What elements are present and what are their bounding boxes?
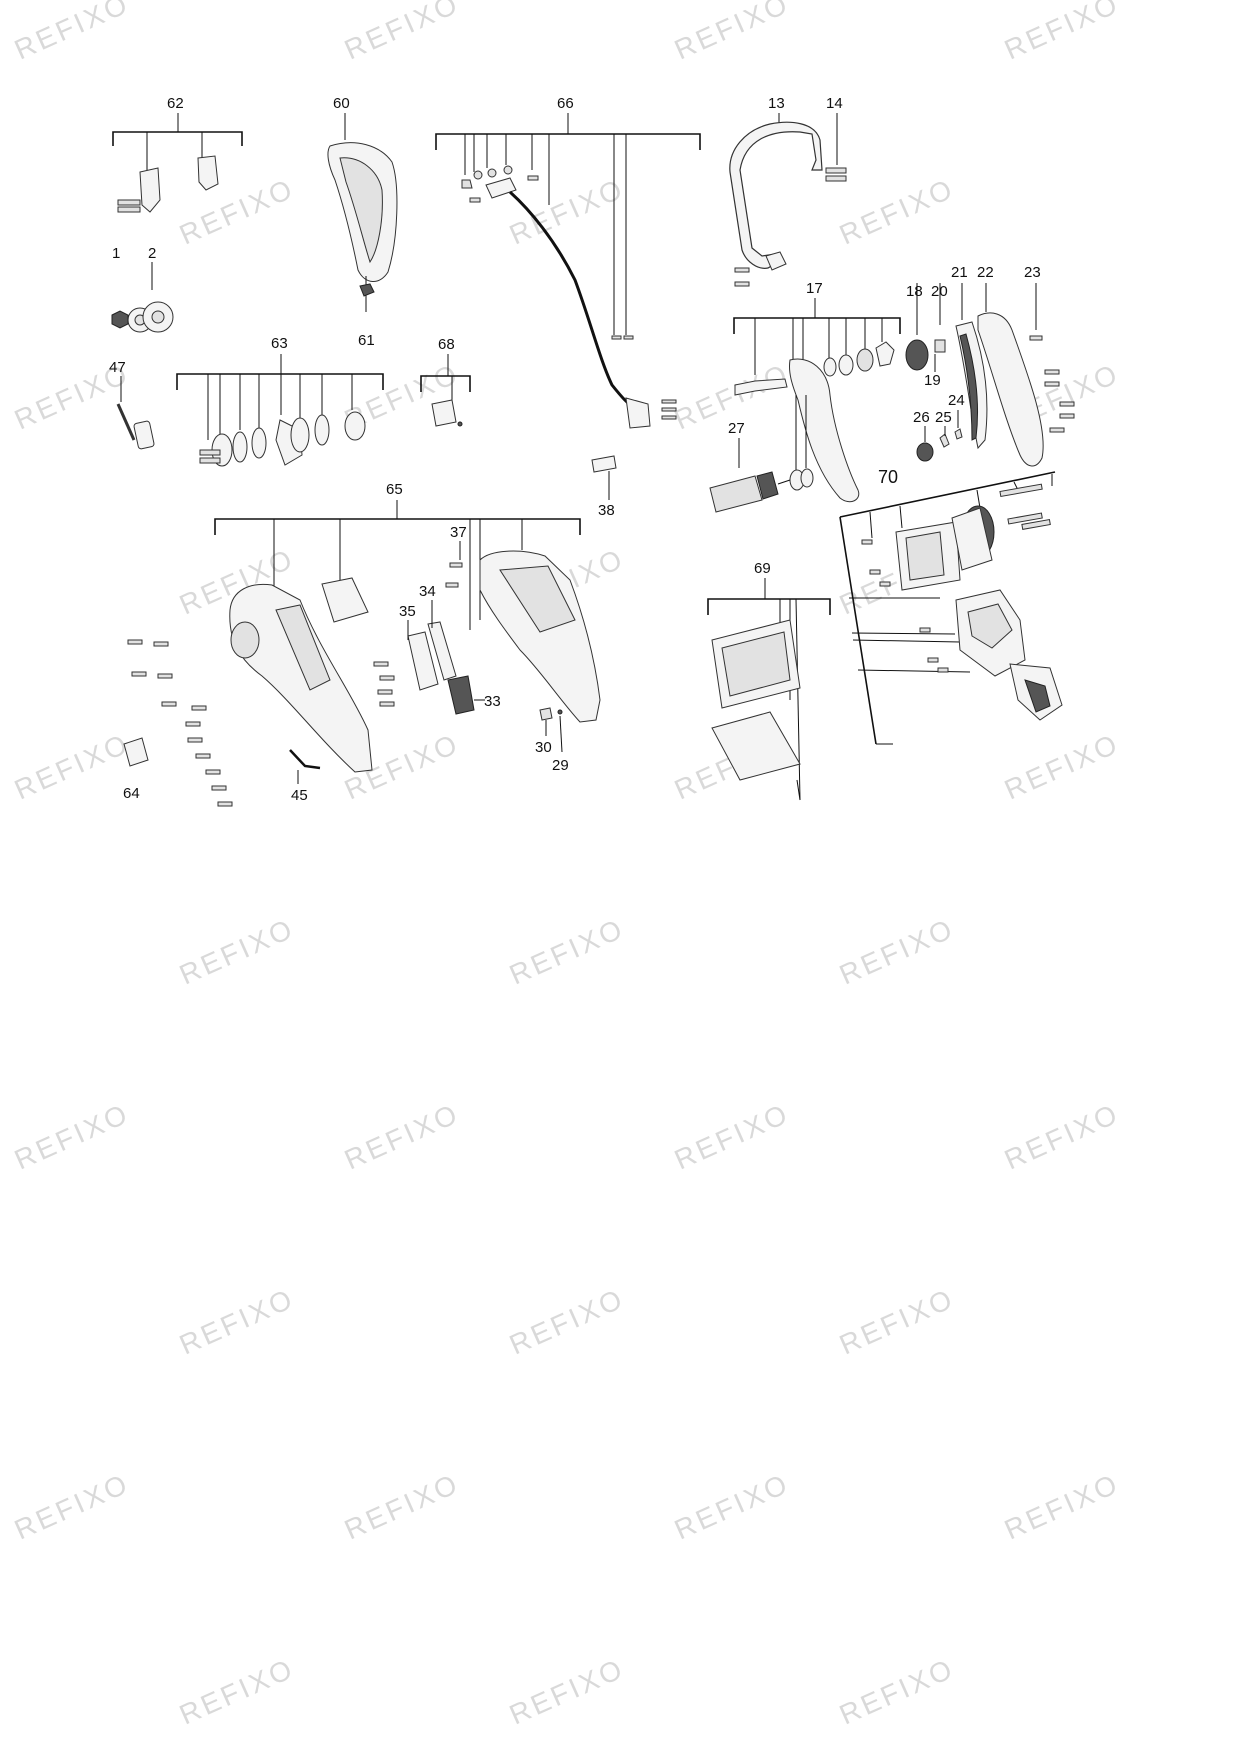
watermark-text: REFIXO xyxy=(10,0,134,65)
part-group-70-motor xyxy=(839,471,1063,745)
callout-25: 25 xyxy=(935,409,952,426)
callout-29: 29 xyxy=(552,757,569,774)
callout-18: 18 xyxy=(906,283,923,300)
callout-labels: 62 60 66 13 14 1 2 21 22 23 17 18 20 61 … xyxy=(109,95,1041,804)
callout-20: 20 xyxy=(931,283,948,300)
part-group-63 xyxy=(176,354,384,467)
callout-2: 2 xyxy=(148,245,156,262)
watermark-text: REFIXO xyxy=(175,172,299,250)
watermark-text: REFIXO xyxy=(1000,0,1124,65)
callout-45: 45 xyxy=(291,787,308,804)
watermark-text: REFIXO xyxy=(505,912,629,990)
part-group-17 xyxy=(733,298,901,503)
callout-30: 30 xyxy=(535,739,552,756)
watermark-text: REFIXO xyxy=(670,0,794,65)
callout-22: 22 xyxy=(977,264,994,281)
watermark-text: REFIXO xyxy=(1000,727,1124,805)
callout-66: 66 xyxy=(557,95,574,112)
part-38 xyxy=(591,455,617,500)
callout-1: 1 xyxy=(112,245,120,262)
callout-63: 63 xyxy=(271,335,288,352)
part-group-66-cable xyxy=(435,113,701,429)
watermark-text: REFIXO xyxy=(10,727,134,805)
watermark-text: REFIXO xyxy=(175,912,299,990)
part-47-wrench xyxy=(116,376,155,450)
watermark-text: REFIXO xyxy=(1000,1467,1124,1545)
callout-65: 65 xyxy=(386,481,403,498)
watermark-text: REFIXO xyxy=(1000,1097,1124,1175)
callout-70: 70 xyxy=(878,467,898,487)
watermark-text: REFIXO xyxy=(340,1467,464,1545)
part-group-65-housing xyxy=(123,500,601,807)
callout-62: 62 xyxy=(167,95,184,112)
watermark-text: REFIXO xyxy=(835,172,959,250)
callout-60: 60 xyxy=(333,95,350,112)
watermark-layer: REFIXO REFIXO REFIXO REFIXO REFIXO REFIXO REFI… xyxy=(10,0,1124,1730)
watermark-text: REFIXO xyxy=(340,1097,464,1175)
callout-13: 13 xyxy=(768,95,785,112)
callout-68: 68 xyxy=(438,336,455,353)
callout-34: 34 xyxy=(419,583,436,600)
callout-14: 14 xyxy=(826,95,843,112)
callout-27: 27 xyxy=(728,420,745,437)
callout-47: 47 xyxy=(109,359,126,376)
callout-26: 26 xyxy=(913,409,930,426)
watermark-text: REFIXO xyxy=(175,1652,299,1730)
part-group-62 xyxy=(112,113,243,213)
callout-69: 69 xyxy=(754,560,771,577)
part-1-2-washer-nut xyxy=(111,262,174,333)
callout-33: 33 xyxy=(484,693,501,710)
watermark-text: REFIXO xyxy=(835,912,959,990)
callout-61: 61 xyxy=(358,332,375,349)
watermark-text: REFIXO xyxy=(505,172,629,250)
parts-18-25 xyxy=(905,283,1075,467)
callout-23: 23 xyxy=(1024,264,1041,281)
watermark-text: REFIXO xyxy=(670,1467,794,1545)
watermark-text: REFIXO xyxy=(835,1282,959,1360)
callout-21: 21 xyxy=(951,264,968,281)
part-group-68 xyxy=(420,354,471,427)
callout-38: 38 xyxy=(598,502,615,519)
callout-19: 19 xyxy=(924,372,941,389)
callout-24: 24 xyxy=(948,392,965,409)
part-group-69-packaging xyxy=(707,578,831,801)
watermark-text: REFIXO xyxy=(10,1097,134,1175)
part-13-front-handle xyxy=(729,113,847,287)
watermark-text: REFIXO xyxy=(175,1282,299,1360)
part-27 xyxy=(709,438,791,513)
part-60-guard xyxy=(327,113,398,312)
callout-35: 35 xyxy=(399,603,416,620)
watermark-text: REFIXO xyxy=(10,1467,134,1545)
callout-64: 64 xyxy=(123,785,140,802)
watermark-text: REFIXO xyxy=(505,1652,629,1730)
callout-37: 37 xyxy=(450,524,467,541)
callout-17: 17 xyxy=(806,280,823,297)
watermark-text: REFIXO xyxy=(505,1282,629,1360)
watermark-text: REFIXO xyxy=(670,1097,794,1175)
watermark-text: REFIXO xyxy=(340,0,464,65)
watermark-text: REFIXO xyxy=(835,1652,959,1730)
